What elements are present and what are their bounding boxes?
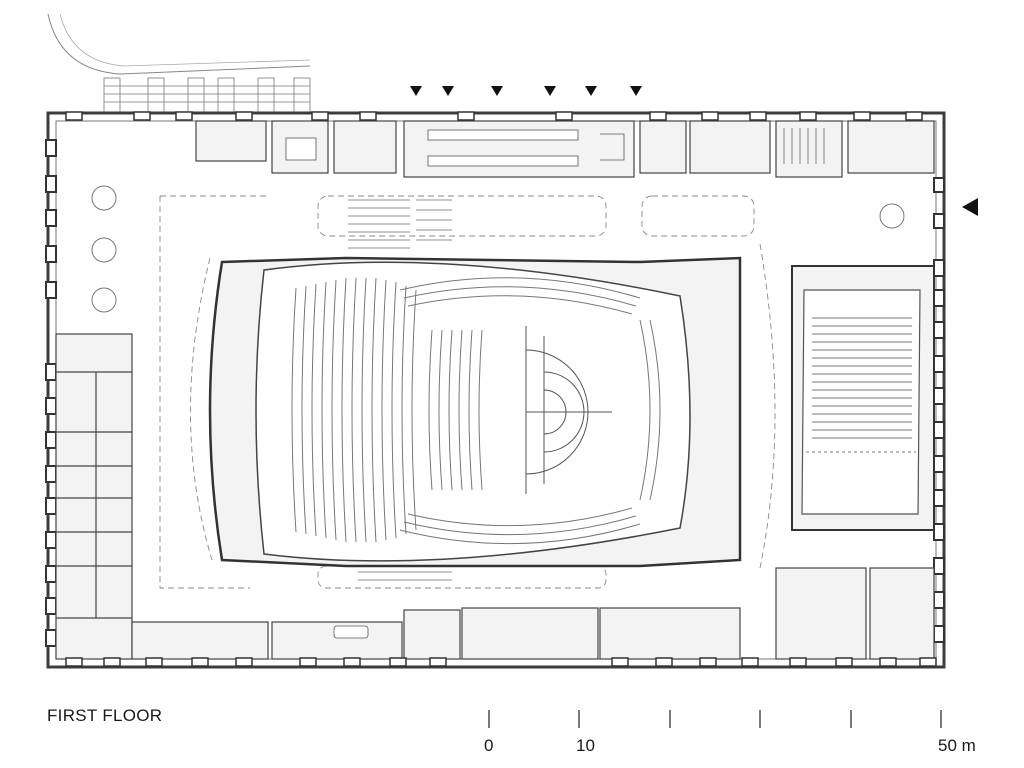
south-service-rooms xyxy=(131,567,935,660)
exterior-steps xyxy=(103,77,311,113)
south-wall-columns xyxy=(65,657,937,667)
site-path-curve-inner xyxy=(59,13,311,67)
site-path-curve xyxy=(47,13,311,75)
scale-bar xyxy=(488,710,942,728)
scale-label-0: 0 xyxy=(484,736,494,755)
entrance-arrow xyxy=(630,86,642,96)
west-office-wing xyxy=(55,333,133,660)
west-lobby-columns xyxy=(91,185,905,313)
entrance-arrow xyxy=(410,86,422,96)
perimeter-columns xyxy=(45,139,945,647)
entrance-arrow xyxy=(442,86,454,96)
north-wall-columns xyxy=(65,111,923,121)
conference-table xyxy=(333,625,369,639)
stage xyxy=(525,326,612,494)
bar-shelving xyxy=(783,128,825,164)
entrance-arrow xyxy=(491,86,503,96)
main-hall-inner-wall xyxy=(255,261,691,562)
entrance-arrows xyxy=(410,86,978,216)
scale-label-10: 10 xyxy=(576,736,595,755)
floor-label: FIRST FLOOR xyxy=(47,706,163,725)
foyer-tables xyxy=(285,129,625,167)
entrance-arrow xyxy=(585,86,597,96)
entrance-arrow-east xyxy=(962,198,978,216)
scale-label-50m: 50 m xyxy=(938,736,976,755)
secondary-hall-seating xyxy=(806,317,916,453)
main-hall-stairs xyxy=(348,199,452,581)
main-hall-enclosure xyxy=(208,256,742,568)
main-hall-seating xyxy=(291,277,661,545)
entrance-arrow xyxy=(544,86,556,96)
